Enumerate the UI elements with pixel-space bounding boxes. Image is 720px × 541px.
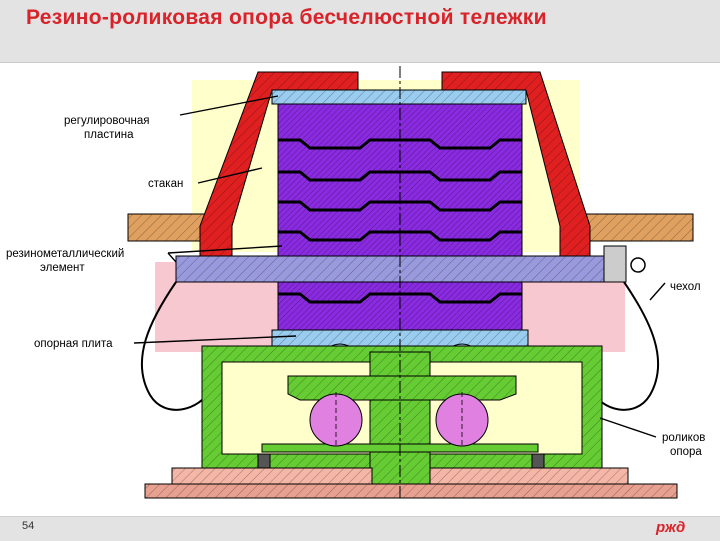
bogie-frame-bottom-hatch [145,484,677,498]
cover-left [140,281,211,411]
cup-hatch-right [442,72,590,256]
slide-header [0,0,720,63]
slide-title: Резино-роликовая опора бесчелюстной теле… [26,6,547,29]
base-plate-right-hatch [430,468,628,484]
label-adjusting-plate-1: регулировочная [64,115,150,127]
page-number: 54 [22,520,35,532]
label-rubber-element-1: резинометаллический [6,248,124,260]
label-roller-support-1: роликов [662,432,705,444]
cover-right [591,281,660,411]
rzd-logo: ржд [655,519,685,536]
label-rubber-element-2: элемент [40,262,85,274]
bracket-bolt [630,257,646,273]
upper-rail-hatch [288,376,516,400]
label-support-plate: опорная плита [34,338,113,350]
label-roller-support-2: опора [670,446,702,458]
leader-lines [133,95,666,438]
adjusting-plate-hatch [272,90,526,104]
logo-text: ржд [655,519,685,536]
label-adjusting-plate-2: пластина [84,129,134,141]
label-cup: стакан [148,178,183,190]
slide-footer [0,516,720,541]
band-bracket-right [603,245,627,283]
base-plate-left-hatch [172,468,372,484]
frame-beam-right-hatch [585,214,693,241]
label-cover: чехол [670,281,701,293]
cup-hatch-left [200,72,358,256]
